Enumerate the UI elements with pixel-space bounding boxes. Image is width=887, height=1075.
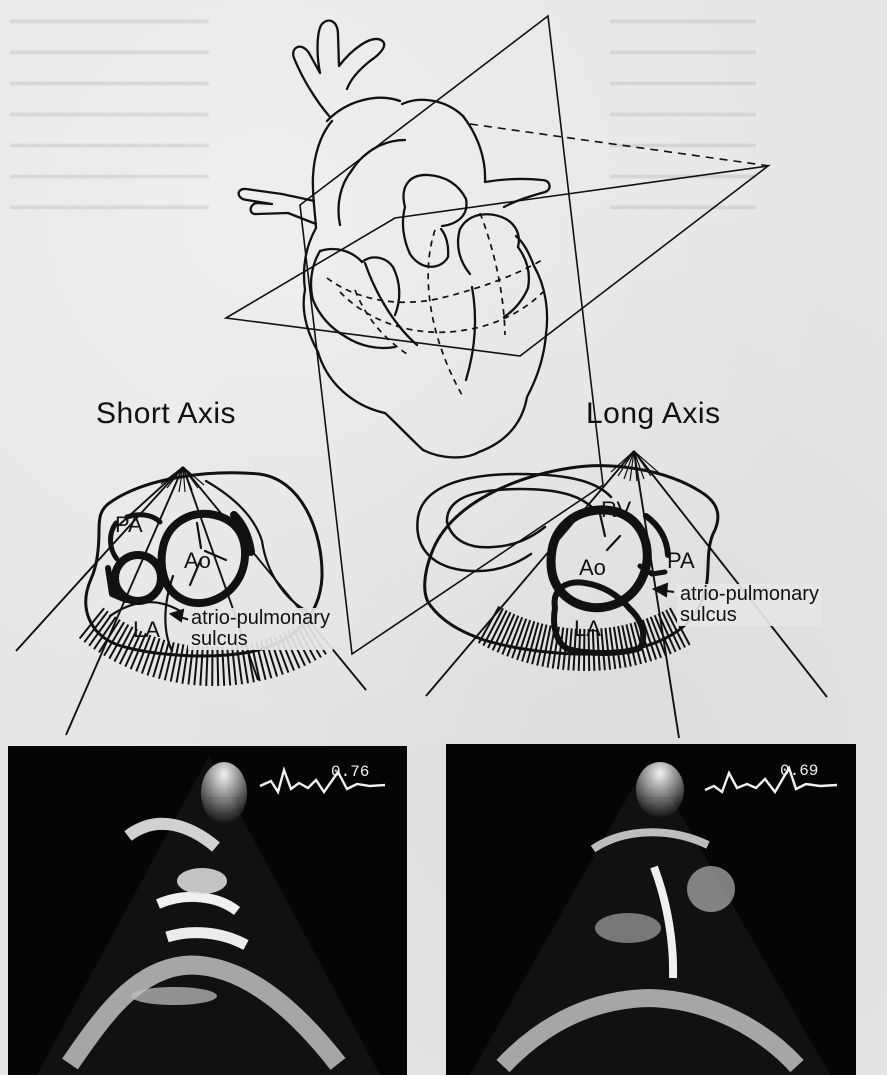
long-axis-hatching-stroke (537, 625, 546, 666)
short-axis-ao-label: Ao (184, 548, 211, 574)
long-axis-hatching-stroke (606, 628, 611, 670)
heart-inner-dashed-lines (327, 213, 543, 395)
short-axis-hatching-stroke (237, 646, 242, 685)
short-axis-hatching-stroke (148, 638, 160, 675)
short-axis-title: Short Axis (96, 397, 236, 431)
short-axis-hatching-stroke (182, 645, 188, 684)
scan-plane-long-axis (300, 16, 603, 654)
long-axis-hatching-stroke (601, 628, 605, 670)
short-axis-echo-value: 0.76 (331, 763, 369, 781)
long-axis-title: Long Axis (586, 397, 721, 431)
short-axis-hatching-stroke (206, 647, 208, 686)
long-axis-hatching-stroke (479, 606, 499, 643)
long-axis-hatching-stroke (483, 608, 503, 645)
short-axis-callout-line-2: sulcus (191, 629, 330, 650)
long-axis-echo-image: 0.69 (446, 744, 856, 1075)
short-axis-pa-label: PA (115, 512, 143, 538)
short-axis-hatching-stroke (227, 647, 230, 686)
short-axis-hatching-stroke (194, 646, 198, 685)
long-axis-pa-label: PA (667, 548, 695, 574)
long-axis-ao-label: Ao (579, 555, 606, 581)
short-axis-hatching-stroke (153, 640, 164, 677)
long-axis-callout-line-2: sulcus (680, 605, 819, 626)
short-axis-echo-image: 0.76 (8, 746, 407, 1075)
long-axis-echo-svg (446, 744, 856, 1075)
short-axis-hatching-stroke (222, 647, 224, 686)
short-axis-callout-label: atrio-pulmonary sulcus (188, 608, 333, 650)
long-axis-callout-label: atrio-pulmonary sulcus (677, 584, 822, 626)
heart-outline-diagram (239, 21, 550, 458)
short-axis-hatching-stroke (188, 646, 193, 685)
short-axis-hatching-stroke (232, 646, 236, 685)
short-axis-hatching-stroke (217, 647, 218, 686)
short-axis-echo-svg (8, 746, 407, 1075)
long-axis-echo-value: 0.69 (780, 762, 818, 780)
short-axis-hatching-stroke (200, 647, 203, 686)
long-axis-hatching-stroke (626, 624, 636, 665)
short-axis-la-label: LA (133, 617, 160, 643)
short-axis-callout-line-1: atrio-pulmonary (191, 608, 330, 629)
long-axis-callout-line-1: atrio-pulmonary (680, 584, 819, 605)
long-axis-la-label: LA (574, 616, 601, 642)
long-axis-rv-label: RV (601, 497, 631, 523)
